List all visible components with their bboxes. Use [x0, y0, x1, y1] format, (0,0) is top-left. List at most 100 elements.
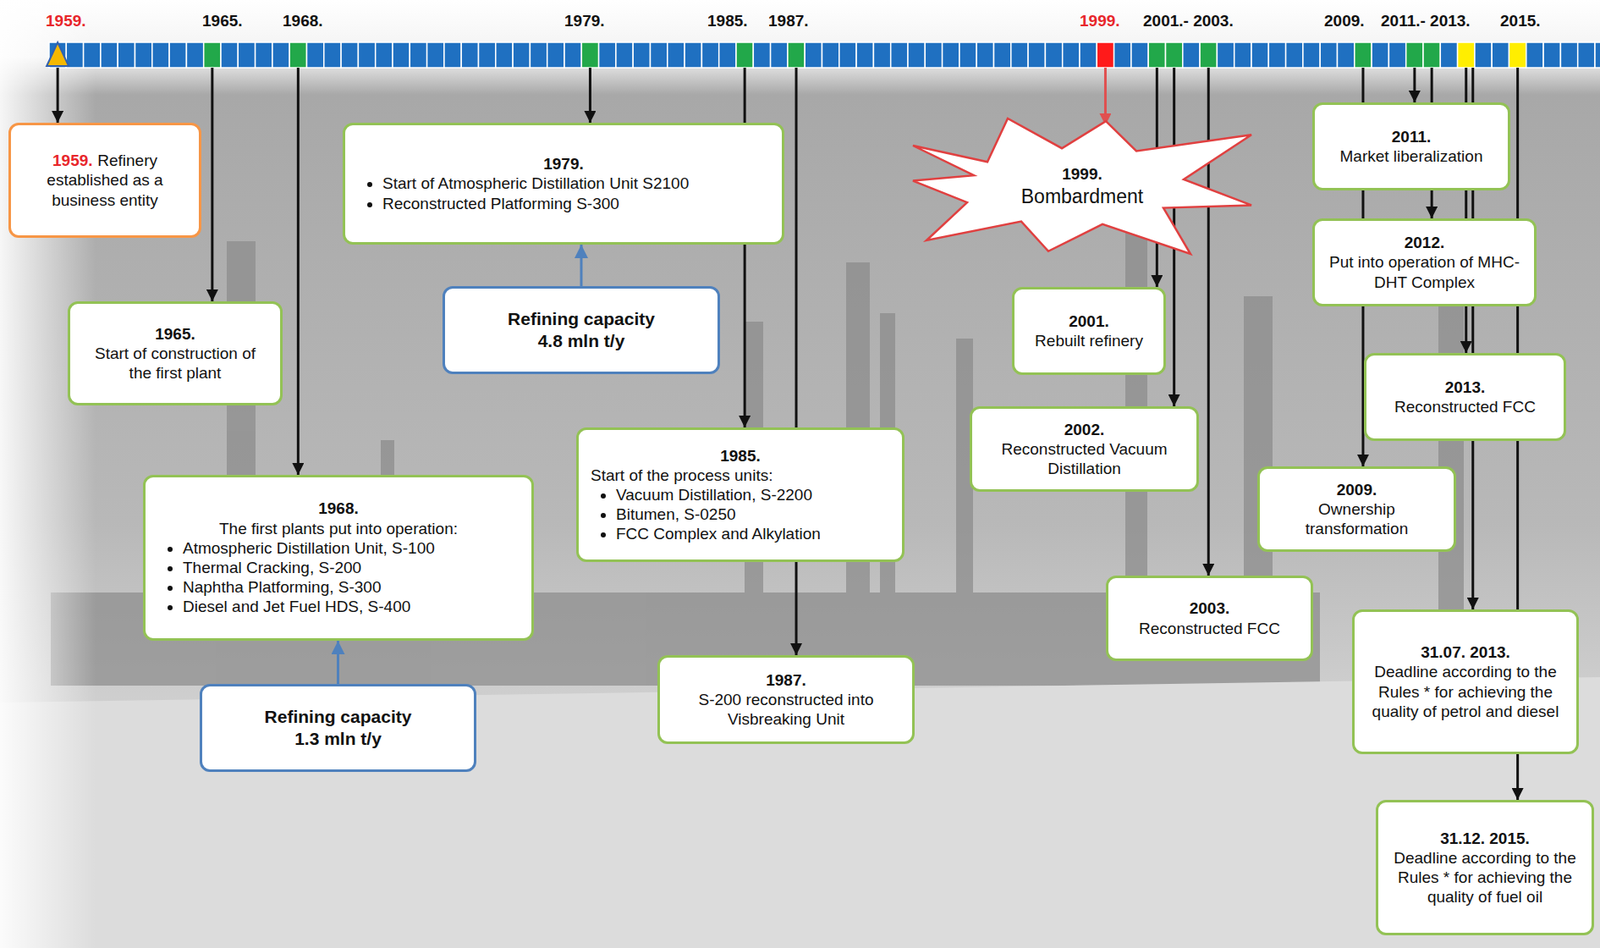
timeline-square — [564, 42, 582, 68]
timeline-square — [684, 42, 702, 68]
event-box: 2013.Reconstructed FCC — [1363, 352, 1567, 441]
timeline-square — [307, 42, 325, 68]
node-body: Refining capacity4.8 mln t/y — [456, 307, 706, 352]
timeline-bar — [46, 42, 1600, 68]
event-box: 2001.Rebuilt refinery — [1011, 286, 1166, 375]
year-heading: 1968. — [157, 498, 520, 518]
timeline-square — [152, 42, 170, 68]
capacity-text: 4.8 mln t/y — [456, 329, 706, 352]
timeline-square — [1216, 42, 1234, 68]
bombardment-star: 1999.Bombardment — [912, 118, 1252, 254]
timeline-square — [220, 42, 238, 68]
event-text: Market liberalization — [1326, 146, 1496, 166]
event-box: 2011.Market liberalization — [1312, 102, 1511, 191]
event-box: 31.12. 2015.Deadline according to the Ru… — [1375, 799, 1595, 935]
timeline-square — [1578, 42, 1595, 68]
timeline-square — [478, 42, 496, 68]
timeline-square — [357, 42, 375, 68]
timeline-square — [770, 42, 788, 68]
timeline-square — [1303, 42, 1320, 68]
timeline-square — [100, 42, 118, 68]
timeline-square — [907, 42, 925, 68]
node-body: 1987.S-200 reconstructed into Visbreakin… — [671, 670, 901, 730]
timeline-square — [1028, 42, 1045, 68]
node-body: Refining capacity1.3 mln t/y — [214, 705, 462, 749]
timeline-square — [186, 42, 204, 68]
timeline-square — [581, 42, 599, 68]
node-body: 2003.Reconstructed FCC — [1120, 598, 1299, 638]
timeline-square — [1491, 42, 1509, 68]
timeline-square — [495, 42, 513, 68]
timeline-square — [994, 42, 1012, 68]
timeline-square — [632, 42, 650, 68]
timeline-square — [942, 42, 960, 68]
node-body: 2009.Ownership transformation — [1271, 479, 1442, 539]
node-body: 1979.Start of Atmospheric Distillation U… — [357, 153, 770, 214]
year-label: 2001.- 2003. — [1143, 11, 1234, 31]
timeline-square — [1096, 42, 1114, 68]
timeline-square — [203, 42, 221, 68]
timeline-square — [873, 42, 891, 68]
timeline-square — [117, 42, 135, 68]
event-box: 31.07. 2013.Deadline according to the Ru… — [1352, 609, 1579, 754]
timeline-square — [135, 42, 153, 68]
event-box: 1968.The first plants put into operation… — [142, 474, 534, 641]
timeline-square — [289, 42, 307, 68]
timeline-square — [1354, 42, 1372, 68]
event-text: Deadline according to the Rules * for ac… — [1366, 661, 1565, 721]
timeline-square — [1594, 42, 1600, 68]
capacity-box: Refining capacity4.8 mln t/y — [442, 285, 721, 374]
capacity-text: Refining capacity — [214, 705, 462, 728]
timeline-square — [255, 42, 273, 68]
year-label: 2011.- 2013. — [1380, 11, 1471, 31]
timeline-square — [959, 42, 977, 68]
timeline-square — [237, 42, 255, 68]
event-box: 2009.Ownership transformation — [1257, 466, 1457, 552]
timeline-square — [976, 42, 994, 68]
year-heading: 2009. — [1271, 479, 1442, 500]
bullet-item: Atmospheric Distillation Unit, S-100 — [182, 538, 520, 558]
timeline-square — [615, 42, 633, 68]
event-box: 1965.Start of construction of the first … — [67, 301, 283, 406]
timeline-square — [512, 42, 530, 68]
timeline-square — [1319, 42, 1337, 68]
node-body: 2013.Reconstructed FCC — [1378, 377, 1552, 417]
timeline-square — [65, 42, 83, 68]
event-text: Reconstructed FCC — [1378, 396, 1552, 417]
event-text: Start of construction of the first plant — [82, 343, 269, 383]
timeline-drop — [210, 67, 214, 302]
node-body: 1968.The first plants put into operation… — [157, 498, 520, 616]
timeline-square — [1474, 42, 1492, 68]
year-label: 1979. — [564, 11, 605, 31]
year-label: 1999. — [1079, 11, 1121, 31]
timeline-square — [1131, 42, 1149, 68]
event-box: 2003.Reconstructed FCC — [1105, 575, 1314, 661]
event-text: Rebuilt refinery — [1026, 330, 1152, 351]
timeline-drop — [1413, 67, 1416, 103]
origin-box: 1959.Refinery established as a business … — [8, 122, 202, 238]
timeline-square — [1406, 42, 1424, 68]
timeline-square — [736, 42, 754, 68]
timeline-square — [701, 42, 719, 68]
year-heading: 2013. — [1378, 377, 1552, 397]
timeline-drops — [57, 67, 1518, 800]
timeline-square — [1440, 42, 1458, 68]
timeline-square — [1560, 42, 1578, 68]
year-heading: 31.12. 2015. — [1390, 828, 1580, 848]
year-heading: 2003. — [1120, 598, 1299, 618]
year-heading: 1959. — [52, 151, 94, 170]
start-triangle — [46, 42, 69, 66]
node-body: 31.07. 2013.Deadline according to the Ru… — [1366, 642, 1565, 721]
timeline-square — [1423, 42, 1441, 68]
event-text: The first plants put into operation: — [157, 518, 520, 539]
event-box: 2012.Put into operation of MHC-DHT Compl… — [1312, 218, 1537, 307]
timeline-square — [1457, 42, 1475, 68]
timeline-square — [1268, 42, 1286, 68]
timeline-square — [427, 42, 445, 68]
timeline-square — [719, 42, 737, 68]
timeline-square — [753, 42, 770, 68]
timeline-square — [1509, 42, 1527, 68]
year-label: 2009. — [1324, 11, 1365, 31]
